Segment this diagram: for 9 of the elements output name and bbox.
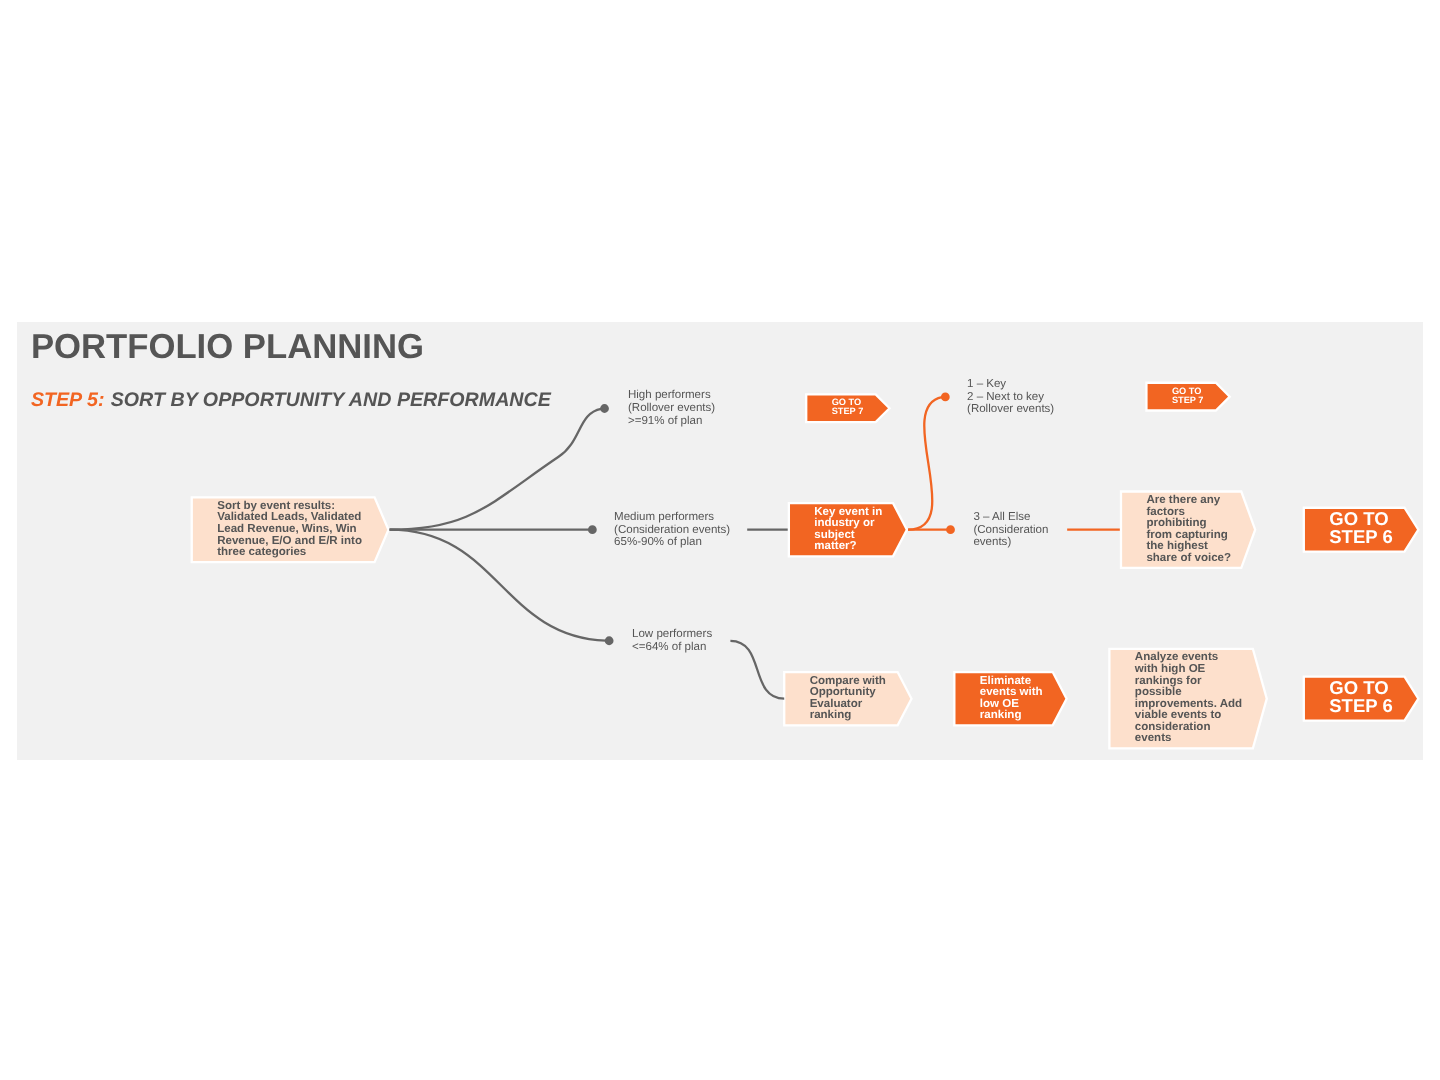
- connector: [730, 638, 785, 699]
- diagram-title: PORTFOLIO PLANNING: [30, 324, 425, 365]
- connector: [1067, 527, 1120, 530]
- connector: [908, 524, 955, 534]
- connector: [747, 527, 788, 530]
- connector: [907, 391, 950, 530]
- label: STEP 5: SORT BY OPPORTUNITY AND PERFORMANCE: [30, 389, 551, 412]
- connector: [389, 403, 609, 530]
- connector: [389, 527, 614, 645]
